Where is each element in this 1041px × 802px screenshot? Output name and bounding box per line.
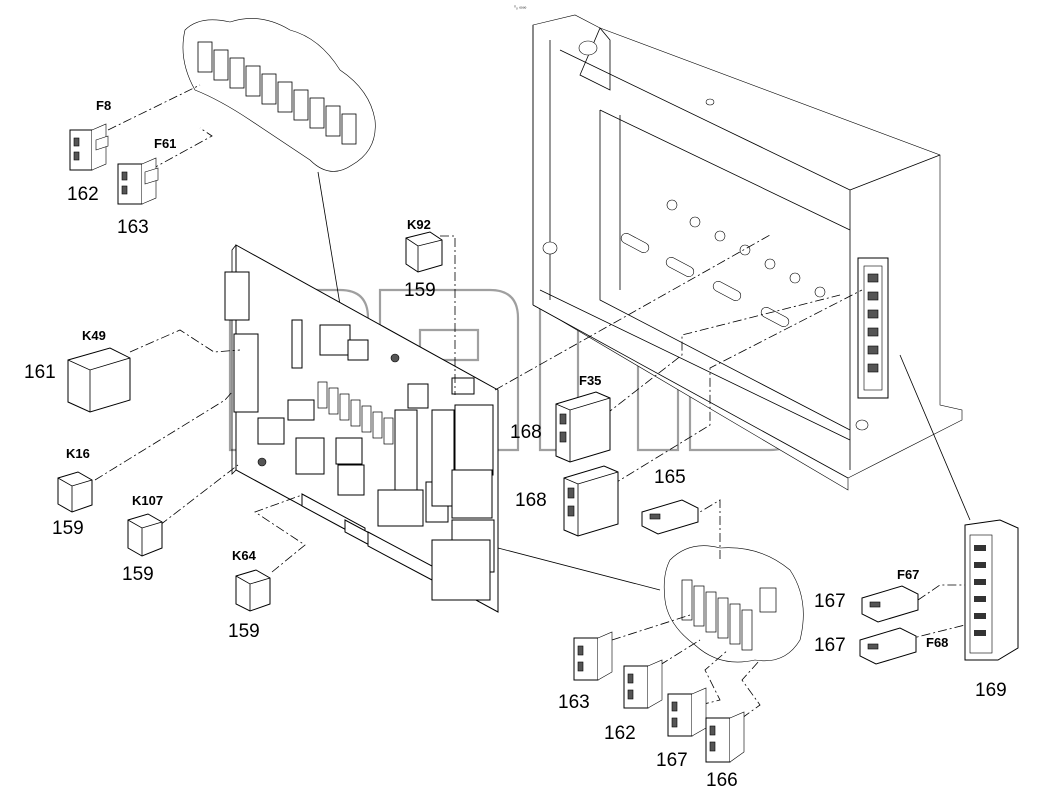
fuse-163b [573, 631, 613, 681]
connector-169 [899, 354, 1019, 661]
ref-F67: F67 [897, 567, 919, 582]
ref-F8: F8 [96, 98, 111, 113]
leader-lines [94, 84, 966, 719]
callout-161: 161 [24, 362, 56, 383]
relay-K107 [127, 513, 163, 557]
fuse-166 [705, 711, 745, 763]
housing-box [532, 14, 963, 491]
detail-fuse-block-bottom [663, 545, 804, 663]
callout-163: 163 [117, 217, 149, 238]
fuse-F35 [555, 391, 611, 463]
callout-167-b: 167 [814, 591, 846, 612]
callout-168-b: 168 [515, 490, 547, 511]
fuse-165 [641, 499, 699, 535]
ref-F68: F68 [926, 635, 948, 650]
callout-167-c: 167 [814, 635, 846, 656]
callout-162: 162 [67, 184, 99, 205]
callout-159-k16: 159 [52, 518, 84, 539]
fuse-F68 [859, 627, 917, 665]
housing-bolts [666, 199, 826, 298]
ref-K16: K16 [66, 446, 90, 461]
ref-F61: F61 [154, 136, 176, 151]
callout-169: 169 [975, 680, 1007, 701]
relay-K92 [405, 231, 443, 273]
fuse-F8 [69, 123, 109, 171]
circuit-board [224, 244, 661, 613]
callout-168-a: 168 [510, 422, 542, 443]
board-bottom-connectors [301, 493, 433, 581]
board-connectors-left [224, 271, 369, 413]
callout-159-k107: 159 [122, 564, 154, 585]
housing-side-connector [857, 257, 889, 399]
board-fuse-row [317, 381, 394, 445]
housing-slots [620, 233, 790, 327]
detail-fuse-strip-top [182, 18, 376, 396]
callout-162-b: 162 [604, 723, 636, 744]
ref-K107: K107 [132, 493, 163, 508]
callout-167-a: 167 [656, 750, 688, 771]
callout-166: 166 [706, 770, 738, 791]
watermark-small: ⁰ₒ ∞∞ [514, 5, 527, 11]
callout-163-b: 163 [558, 692, 590, 713]
fuse-F61 [117, 157, 159, 205]
fuse-F67 [861, 585, 919, 623]
board-relays [257, 377, 475, 523]
relay-K64 [235, 569, 271, 612]
board-terminal-blocks [377, 404, 495, 601]
callout-159-k64: 159 [228, 621, 260, 642]
fuse-162b [623, 659, 663, 709]
fuse-167a [667, 687, 707, 737]
relay-K49 [67, 347, 131, 413]
ref-K49: K49 [82, 328, 106, 343]
relay-K16 [57, 471, 93, 513]
callout-165: 165 [654, 467, 686, 488]
ref-K92: K92 [407, 217, 431, 232]
fuse-168b [563, 465, 619, 537]
ref-F35: F35 [579, 373, 601, 388]
ref-K64: K64 [232, 548, 257, 563]
callout-159-k92: 159 [404, 280, 436, 301]
